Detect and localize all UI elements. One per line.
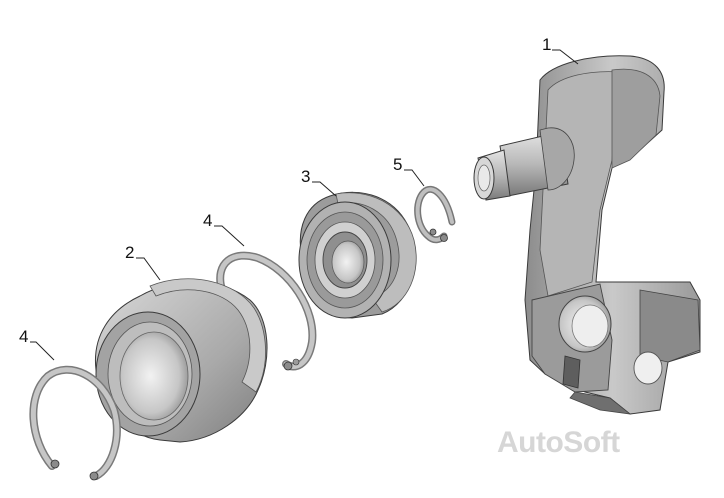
callout-number-2: 2 [125,243,134,262]
leader-line-1 [552,49,579,65]
callout-number-3: 3 [301,167,310,186]
part-2-housing [94,278,268,443]
leader-line-5 [404,169,425,187]
callout-number-1: 1 [542,35,551,54]
leader-line-2 [136,257,161,281]
leader-line-4-lower [30,341,55,361]
part-1-lever-arm [473,55,701,415]
callout-number-5: 5 [393,155,402,174]
callout-number-4-upper: 4 [203,211,212,230]
callout-3: 3 [301,167,337,197]
callout-number-4-lower: 4 [19,327,28,346]
callout-5: 5 [393,155,425,187]
part-5-small-retaining-ring [414,185,456,244]
watermark-text: AutoSoft [497,426,620,459]
callout-4-upper: 4 [203,211,245,247]
callout-4-lower: 4 [19,327,55,361]
part-3-ball-bearing [298,191,417,319]
callout-1: 1 [542,35,579,65]
leader-line-4-upper [214,225,245,247]
leader-line-3 [312,181,337,197]
callout-2: 2 [125,243,161,281]
part-4-lower-retaining-ring [29,365,121,481]
